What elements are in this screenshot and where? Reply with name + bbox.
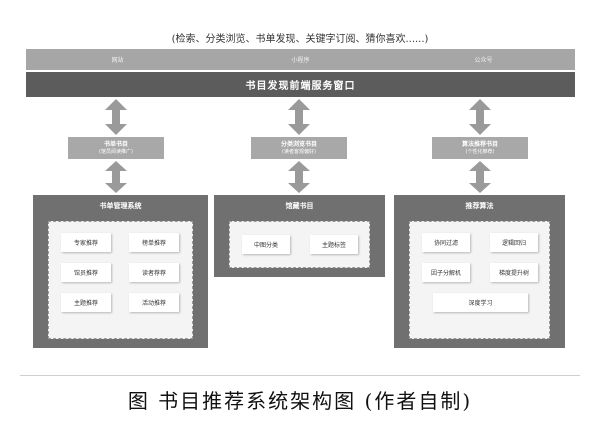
module-recommendation-algorithms: 推荐算法 协同过滤 逻辑回归 因子分解机 梯度提升树 深度学习 <box>394 195 565 348</box>
module-booklist-management: 书单管理系统 专家推荐 榜单推荐 馆员推荐 读者荐荐 主题推荐 活动推荐 <box>33 195 208 348</box>
module-title: 书单管理系统 <box>99 202 142 210</box>
channel-bar: 网站 小程序 公众号 <box>26 49 575 70</box>
item-deep-learning: 深度学习 <box>433 293 528 312</box>
top-caption: (检索、分类浏览、书单发现、关键字订阅、猜你喜欢......) <box>171 34 429 45</box>
middle-box-subtitle: (读者客观偏好) <box>282 148 316 155</box>
service-window-bar: 书目发现前端服务窗口 <box>26 72 575 97</box>
double-arrow-icon <box>468 161 492 193</box>
item-reader-recommend: 读者荐荐 <box>129 263 179 282</box>
figure-caption: 图 书目推荐系统架构图 (作者自制) <box>127 389 473 413</box>
double-arrow-icon <box>104 99 128 135</box>
module-collection-catalog: 馆藏书目 中图分类 主题标签 <box>214 195 385 277</box>
item-factorization-machine: 因子分解机 <box>422 263 470 282</box>
middle-box-subtitle: (馆员阅读推广) <box>99 148 133 155</box>
divider <box>20 375 580 376</box>
module-items-panel: 专家推荐 榜单推荐 馆员推荐 读者荐荐 主题推荐 活动推荐 <box>48 221 193 339</box>
item-topic-recommend: 主题推荐 <box>61 293 111 312</box>
middle-box-title: 书单书目 <box>103 140 128 148</box>
middle-box-category: 分类浏览书目 (读者客观偏好) <box>251 137 347 159</box>
item-topic-tags: 主题标签 <box>310 235 358 254</box>
item-collaborative-filtering: 协同过滤 <box>422 233 470 252</box>
double-arrow-icon <box>104 161 128 193</box>
item-logistic-regression: 逻辑回归 <box>490 233 538 252</box>
middle-box-title: 算法推荐书目 <box>461 140 498 148</box>
item-librarian-recommend: 馆员推荐 <box>61 263 111 282</box>
middle-box-title: 分类浏览书目 <box>280 140 317 148</box>
module-title: 馆藏书目 <box>285 202 314 210</box>
item-expert-recommend: 专家推荐 <box>61 233 111 252</box>
middle-box-algorithm: 算法推荐书目 (个性化推荐) <box>432 137 528 159</box>
double-arrow-icon <box>468 99 492 135</box>
channel-mini-program: 小程序 <box>291 57 310 64</box>
channel-official-account: 公众号 <box>474 57 493 64</box>
double-arrow-icon <box>287 161 311 193</box>
middle-box-subtitle: (个性化推荐) <box>465 148 495 155</box>
module-items-panel: 中图分类 主题标签 <box>229 221 370 268</box>
item-gradient-boosting-tree: 梯度提升树 <box>490 263 538 282</box>
item-event-recommend: 活动推荐 <box>129 293 179 312</box>
channel-website: 网站 <box>111 57 124 64</box>
item-ranking-recommend: 榜单推荐 <box>129 233 179 252</box>
module-title: 推荐算法 <box>465 202 494 210</box>
double-arrow-icon <box>287 99 311 135</box>
middle-box-booklist: 书单书目 (馆员阅读推广) <box>68 137 164 159</box>
module-items-panel: 协同过滤 逻辑回归 因子分解机 梯度提升树 深度学习 <box>409 221 550 339</box>
item-clc-classification: 中图分类 <box>242 235 290 254</box>
